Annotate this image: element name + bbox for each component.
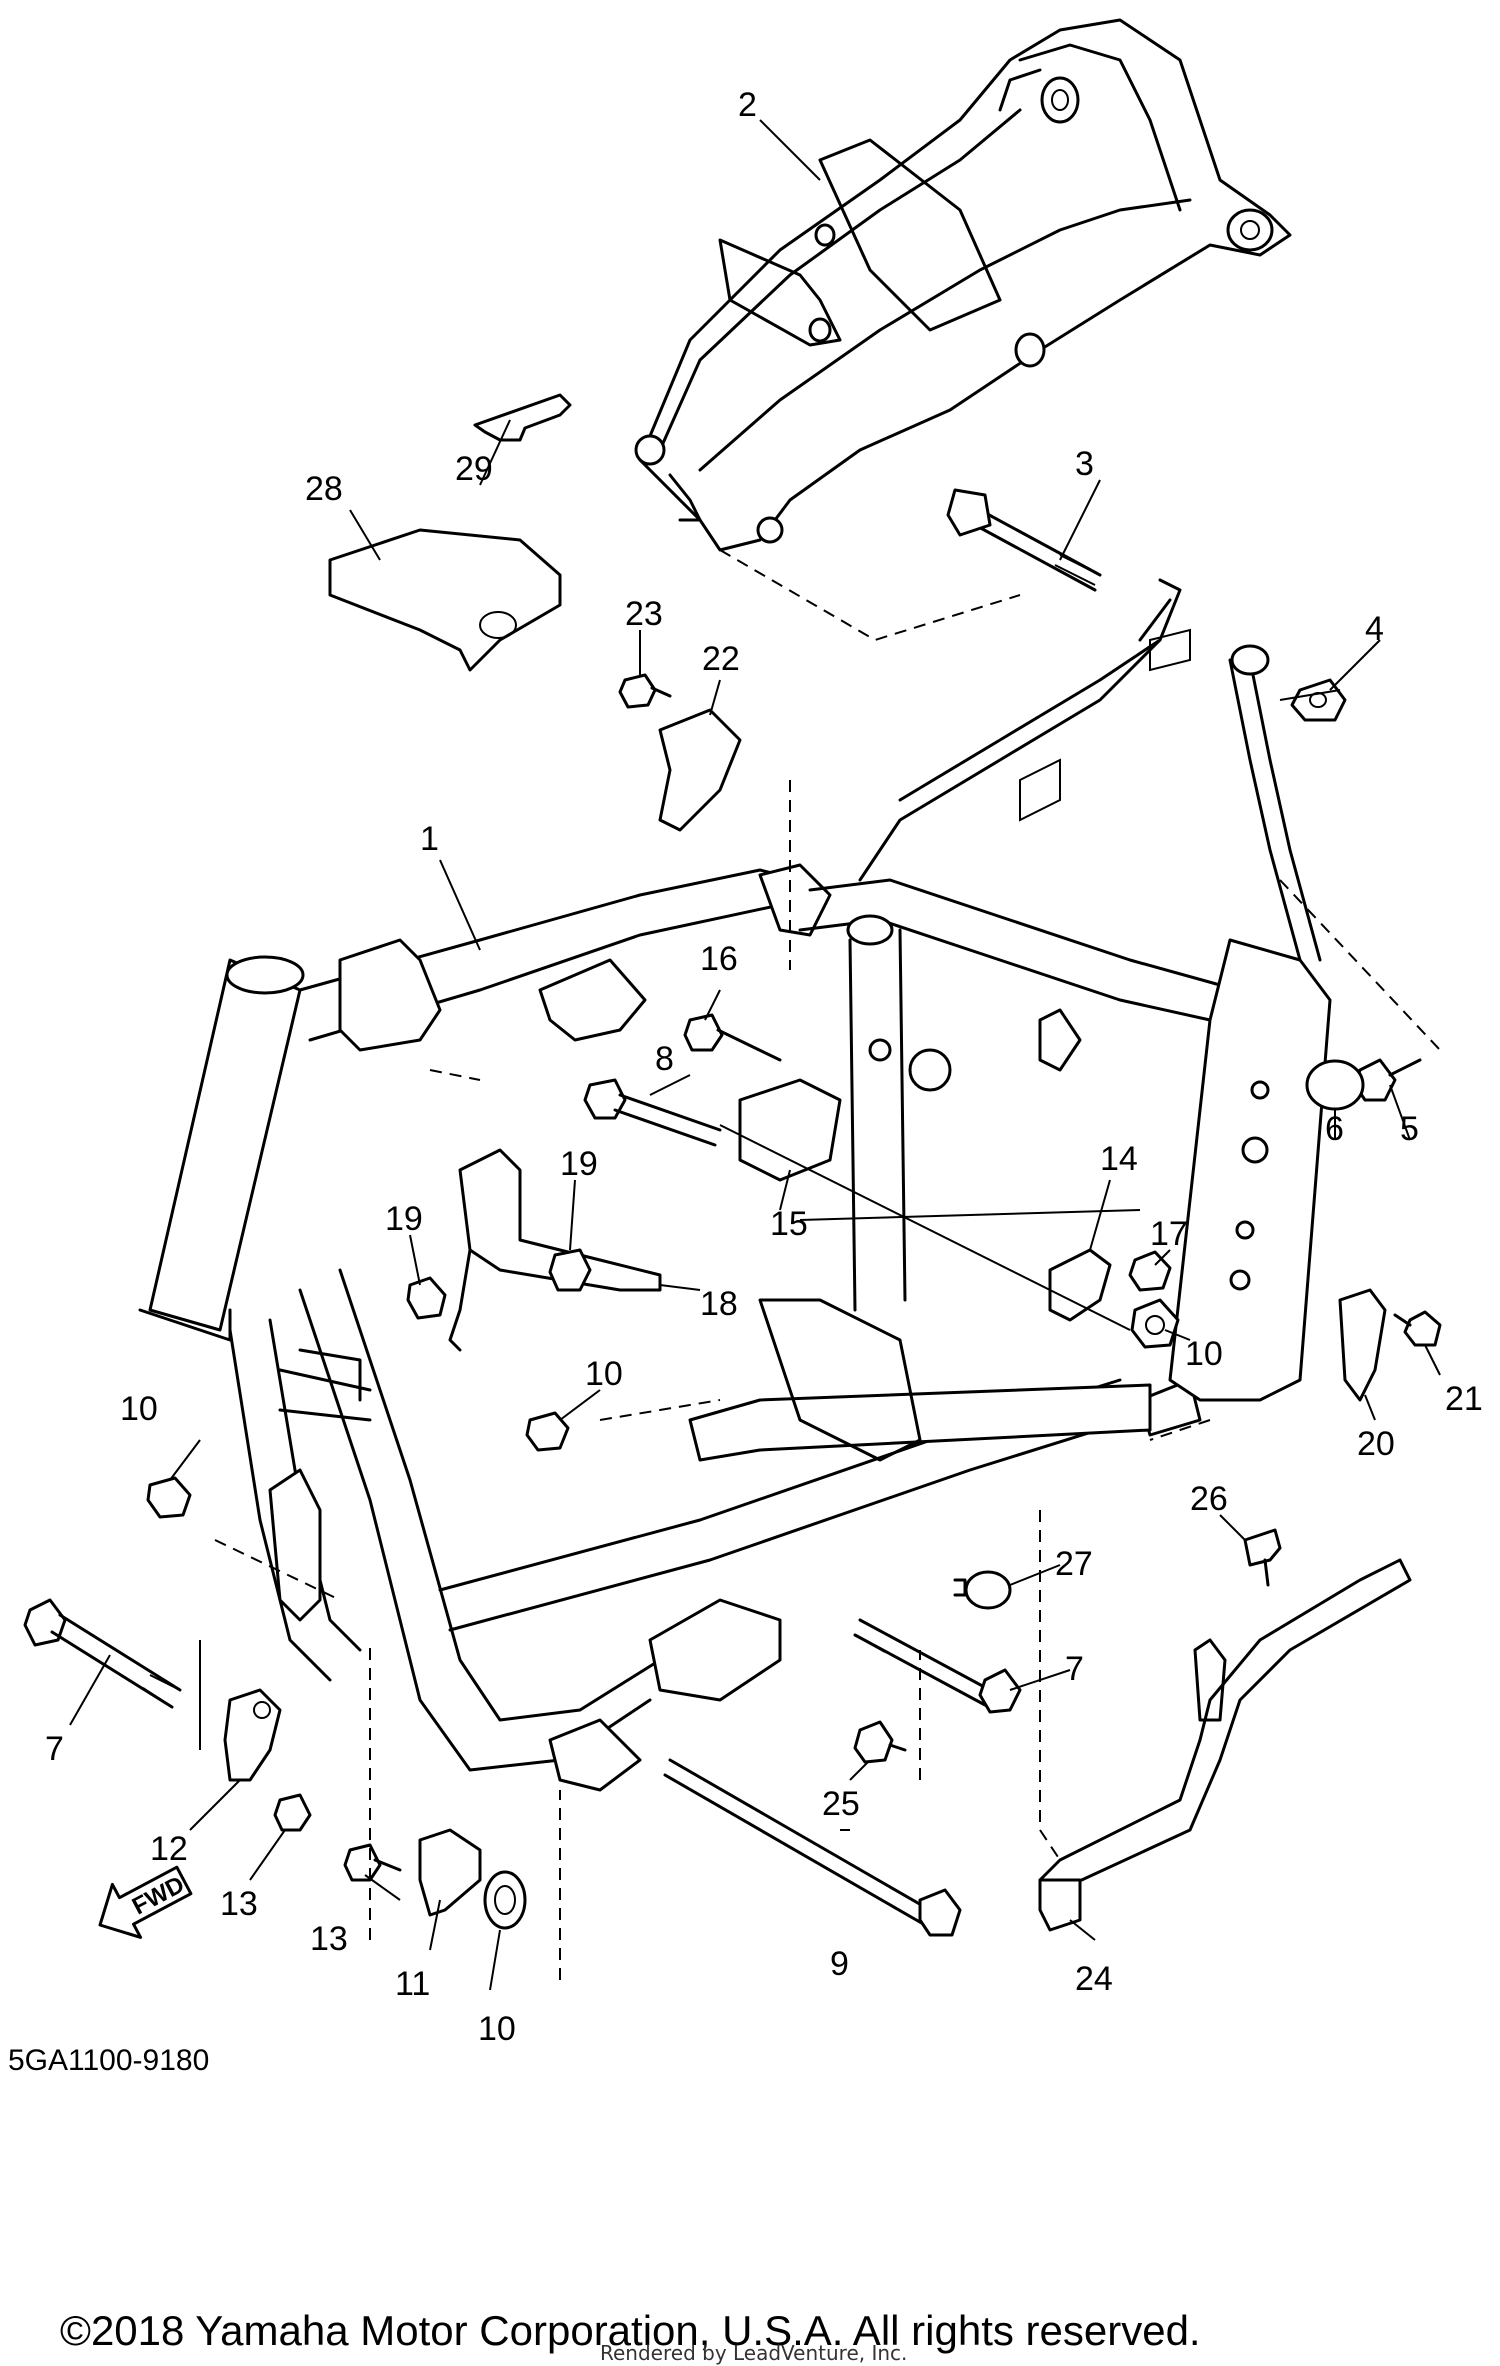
callout-21: 21 <box>1445 1380 1483 1418</box>
plate-part-14 <box>1048 1248 1112 1322</box>
bolt-part-16 <box>683 1013 782 1062</box>
screw-part-26 <box>1243 1528 1282 1587</box>
bolt-part-25 <box>853 1720 907 1764</box>
callout-labels: 2 28 29 3 23 22 4 1 16 8 19 19 15 14 17 … <box>45 86 1483 2048</box>
nut-part-10-c <box>1130 1298 1180 1349</box>
callout-5: 5 <box>1400 1110 1419 1148</box>
bolt-part-21 <box>1393 1310 1442 1347</box>
callout-6: 6 <box>1325 1110 1344 1148</box>
callout-13-b: 13 <box>310 1920 348 1958</box>
callout-4: 4 <box>1365 610 1384 648</box>
plate-part-15 <box>738 1078 842 1182</box>
callout-27: 27 <box>1055 1545 1093 1583</box>
copyright-notice: ©2018 Yamaha Motor Corporation, U.S.A. A… <box>60 2307 1201 2354</box>
callout-15: 15 <box>770 1205 808 1243</box>
clip-part-29 <box>473 393 572 442</box>
callout-17: 17 <box>1150 1215 1188 1253</box>
nut-part-10-a <box>146 1476 192 1519</box>
callout-7-a: 7 <box>45 1730 64 1768</box>
callout-29: 29 <box>455 450 493 488</box>
callout-22: 22 <box>702 640 740 678</box>
reference-lines <box>199 549 1441 1980</box>
callout-12: 12 <box>150 1830 188 1868</box>
callout-13-a: 13 <box>220 1885 258 1923</box>
callout-11: 11 <box>395 1965 430 2003</box>
bracket-part-12 <box>223 1688 282 1782</box>
bolt-part-19-a <box>548 1248 592 1292</box>
callout-26: 26 <box>1190 1480 1228 1518</box>
callout-8: 8 <box>655 1040 674 1078</box>
bolt-part-13-a <box>273 1793 312 1832</box>
callout-9: 9 <box>830 1945 849 1983</box>
diagram-code: 5GA1100-9180 <box>8 2044 209 2077</box>
nut-part-4 <box>1290 678 1347 722</box>
bolt-part-7-left <box>23 1598 182 1709</box>
callout-23: 23 <box>625 595 663 633</box>
callout-10-c: 10 <box>1185 1335 1223 1373</box>
callout-24: 24 <box>1075 1960 1113 1998</box>
nut-part-10-d <box>483 1870 527 1930</box>
bolt-part-5 <box>1353 1058 1422 1102</box>
rear-frame-part-2 <box>634 18 1292 552</box>
callout-18: 18 <box>700 1285 738 1323</box>
forward-arrow-icon: FWD <box>98 1865 193 1939</box>
callout-28: 28 <box>305 470 343 508</box>
side-cover-part-28 <box>328 528 562 672</box>
bracket-part-22 <box>658 708 742 832</box>
callout-1: 1 <box>420 820 439 858</box>
grommet-part-27 <box>953 1570 1012 1610</box>
callout-3: 3 <box>1075 445 1094 483</box>
bolt-part-8 <box>583 1078 722 1147</box>
nut-part-17 <box>1128 1250 1172 1292</box>
plate-part-11 <box>418 1828 482 1917</box>
callout-19-b: 19 <box>385 1200 423 1238</box>
cap-part-6 <box>1305 1059 1365 1111</box>
bolt-part-19-b <box>406 1276 447 1320</box>
rendered-by: Rendered by LeadVenture, Inc. <box>600 2341 907 2365</box>
leader-lines <box>69 119 1441 1991</box>
callout-10-b: 10 <box>585 1355 623 1393</box>
bolt-part-23 <box>618 673 672 709</box>
callout-19-a: 19 <box>560 1145 598 1183</box>
callout-14: 14 <box>1100 1140 1138 1178</box>
callout-10-d: 10 <box>478 2010 516 2048</box>
callout-25: 25 <box>822 1785 860 1823</box>
bracket-part-24 <box>1038 1558 1412 1932</box>
bracket-part-18 <box>448 1148 662 1352</box>
callout-10-a: 10 <box>120 1390 158 1428</box>
nut-part-10-b <box>525 1411 570 1452</box>
bolt-part-7-right <box>853 1618 1022 1714</box>
bracket-part-20 <box>1338 1288 1387 1402</box>
callout-7-b: 7 <box>1065 1650 1084 1688</box>
bolt-part-3 <box>946 488 1102 592</box>
callout-16: 16 <box>700 940 738 978</box>
callout-2: 2 <box>738 86 757 124</box>
bolt-part-9 <box>663 1758 962 1937</box>
main-frame-part-1 <box>138 578 1332 1792</box>
callout-20: 20 <box>1357 1425 1395 1463</box>
bolt-part-13-b <box>343 1843 402 1882</box>
